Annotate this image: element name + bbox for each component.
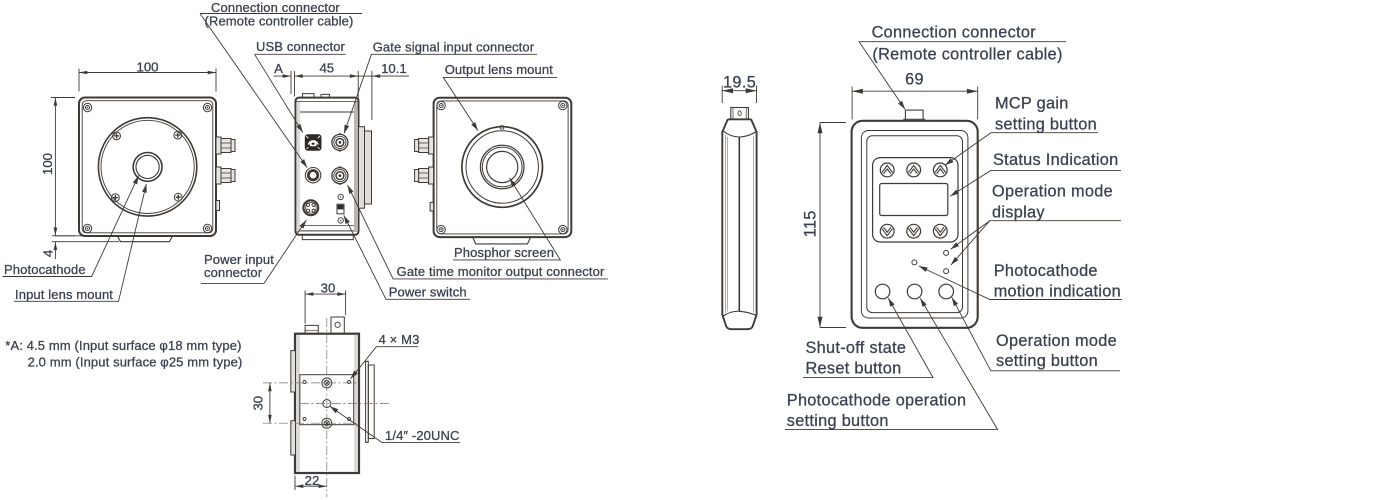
svg-text:setting button: setting button: [787, 412, 889, 430]
svg-text:45: 45: [319, 61, 334, 76]
svg-text:Gate signal input connector: Gate signal input connector: [373, 40, 535, 55]
svg-text:Operation mode: Operation mode: [992, 183, 1113, 201]
svg-text:Power switch: Power switch: [389, 285, 467, 300]
svg-text:Connection connector: Connection connector: [872, 24, 1037, 42]
svg-text:22: 22: [305, 473, 320, 488]
svg-text:Reset button: Reset button: [806, 360, 902, 378]
svg-text:30: 30: [251, 396, 266, 411]
svg-text:100: 100: [136, 60, 158, 75]
svg-text:Status Indication: Status Indication: [993, 151, 1118, 169]
svg-text:4 × M3: 4 × M3: [379, 332, 420, 347]
svg-text:(Remote controller cable): (Remote controller cable): [872, 46, 1062, 64]
svg-text:Phosphor screen: Phosphor screen: [454, 245, 554, 260]
svg-text:1/4″ -20UNC: 1/4″ -20UNC: [385, 428, 460, 443]
svg-text:Shut-off state: Shut-off state: [806, 339, 907, 357]
svg-text:100: 100: [40, 153, 55, 175]
svg-text:*A: 4.5 mm (Input surface φ18: *A: 4.5 mm (Input surface φ18 mm type): [5, 338, 241, 353]
svg-text:USB connector: USB connector: [256, 39, 346, 54]
svg-text:Gate time monitor output conne: Gate time monitor output connector: [397, 264, 605, 279]
svg-text:A: A: [274, 61, 283, 76]
svg-text:Output lens mount: Output lens mount: [445, 62, 554, 77]
svg-text:(Remote controller cable): (Remote controller cable): [205, 14, 354, 29]
svg-text:setting button: setting button: [995, 115, 1097, 133]
svg-text:Photocathode: Photocathode: [994, 262, 1098, 280]
svg-text:motion indication: motion indication: [994, 282, 1121, 300]
svg-text:30: 30: [321, 281, 336, 296]
svg-text:MCP gain: MCP gain: [995, 95, 1069, 113]
svg-text:Connection connector: Connection connector: [211, 0, 340, 15]
svg-text:setting button: setting button: [996, 352, 1098, 370]
svg-text:115: 115: [802, 210, 820, 237]
svg-text:19.5: 19.5: [723, 74, 756, 92]
svg-text:Photocathode operation: Photocathode operation: [787, 392, 967, 410]
svg-text:Power input: Power input: [204, 252, 274, 267]
svg-text:2.0 mm (Input surface φ25 mm t: 2.0 mm (Input surface φ25 mm type): [28, 354, 243, 369]
svg-text:Input lens mount: Input lens mount: [15, 287, 113, 302]
svg-text:Photocathode: Photocathode: [4, 262, 86, 277]
svg-text:Operation mode: Operation mode: [996, 332, 1117, 350]
svg-text:4: 4: [41, 250, 56, 257]
svg-text:display: display: [992, 204, 1045, 222]
svg-text:10.1: 10.1: [381, 61, 407, 76]
svg-text:69: 69: [905, 70, 924, 88]
svg-text:connector: connector: [204, 265, 263, 280]
